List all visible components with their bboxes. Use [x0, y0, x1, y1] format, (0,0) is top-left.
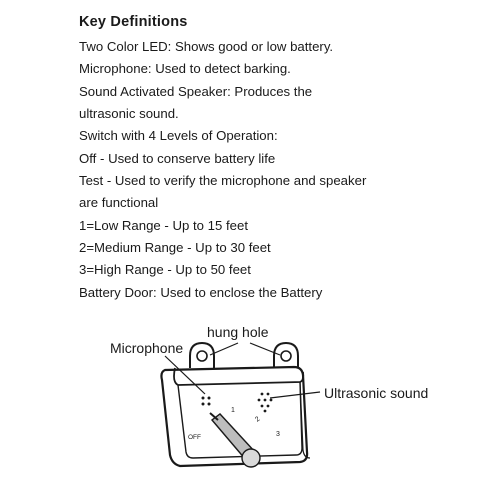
definition-line-speaker: Sound Activated Speaker: Produces the: [79, 83, 313, 99]
label-microphone: Microphone: [110, 340, 183, 356]
device-side: [299, 381, 311, 459]
definition-line-off: Off - Used to conserve battery life: [79, 150, 276, 166]
speaker-holes: [257, 392, 273, 413]
device-top-rim: [173, 367, 305, 386]
definition-line-test-cont: are functional: [79, 195, 159, 211]
switch-label-off: OFF: [188, 434, 201, 441]
label-hung-hole: hung hole: [207, 324, 269, 340]
definition-line-switch: Switch with 4 Levels of Operation:: [79, 128, 278, 144]
definition-line-high-range: 3=High Range - Up to 50 feet: [79, 262, 251, 278]
device-body: [160, 365, 309, 468]
microphone-holes: [201, 396, 211, 406]
switch-label-3: 3: [276, 431, 280, 438]
definition-line-battery-door: Battery Door: Used to enclose the Batter…: [79, 284, 323, 300]
definition-line-speaker-cont: ultrasonic sound.: [79, 106, 179, 122]
definition-line-medium-range: 2=Medium Range - Up to 30 feet: [79, 240, 271, 256]
definition-line-test: Test - Used to verify the microphone and…: [79, 173, 367, 189]
label-ultrasonic-sound: Ultrasonic sound: [324, 385, 428, 401]
key-definitions-title: Key Definitions: [79, 14, 188, 30]
definition-line-low-range: 1=Low Range - Up to 15 feet: [79, 217, 248, 233]
callout-lines: [164, 342, 321, 399]
switch-label-1: 1: [231, 407, 235, 414]
definition-line-led: Two Color LED: Shows good or low battery…: [79, 39, 334, 54]
hung-hole-tabs: [189, 341, 299, 368]
definition-line-microphone: Microphone: Used to detect barking.: [79, 61, 291, 77]
switch-label-2: 2: [254, 416, 261, 424]
key-definitions: Key Definitions Two Color LED: Shows goo…: [79, 14, 489, 304]
switch-knob: [209, 412, 261, 468]
device-front-panel: [177, 381, 303, 459]
